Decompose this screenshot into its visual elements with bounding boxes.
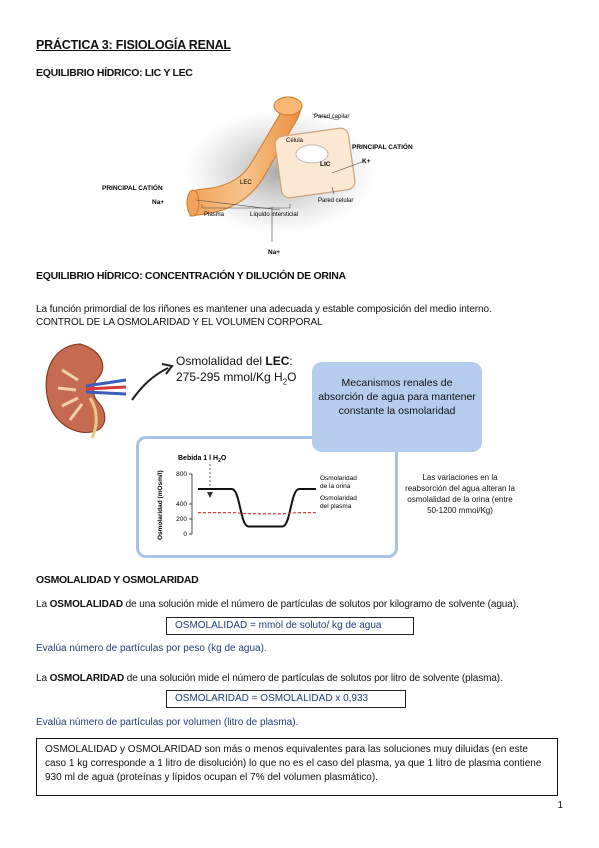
osmolalidad-lec-text: Osmolalidad del LEC: 275-295 mmol/Kg H2O xyxy=(176,354,297,387)
page-number: 1 xyxy=(557,800,563,811)
y-tick-label: 400 xyxy=(176,501,187,508)
label-principal-cation-right: PRINCIPAL CATIÓN xyxy=(352,142,413,151)
label-na-left: Na+ xyxy=(152,199,164,206)
kidney-shape xyxy=(45,343,106,434)
formula-osmolaridad: OSMOLARIDAD = OSMOLALIDAD x 0,933 xyxy=(166,690,406,708)
kidney-medulla xyxy=(57,368,84,421)
y-ticks: 800 400 200 0 xyxy=(176,471,192,538)
paragraph-riñones: La función primordial de los riñones es … xyxy=(36,304,492,315)
bebida-arrow-icon xyxy=(207,492,213,498)
paragraph-control: CONTROL DE LA OSMOLARIDAD Y EL VOLUMEN C… xyxy=(36,317,323,328)
label-pared-celular: Pared celular xyxy=(318,198,353,204)
bracket xyxy=(201,204,291,209)
capillary-opening xyxy=(273,96,303,116)
y-tick-label: 800 xyxy=(176,471,187,478)
label-plasma: Plasma xyxy=(204,212,225,218)
label-liquido-intersticial: Líquido intersticial xyxy=(250,212,298,218)
osmolarity-figure: Osmolalidad del LEC: 275-295 mmol/Kg H2O… xyxy=(36,336,526,568)
y-tick-label: 0 xyxy=(183,531,187,538)
label-na-bottom: Na+ xyxy=(268,249,280,256)
paragraph-osmolaridad: La OSMOLARIDAD de una solución mide el n… xyxy=(36,673,503,684)
label-k-plus: K+ xyxy=(362,158,371,165)
label-principal-cation-left: PRINCIPAL CATIÓN xyxy=(102,183,163,192)
capillary-cell-diagram: Pared capilar Célula LIC PRINCIPAL CATIÓ… xyxy=(102,96,413,256)
osmolarity-chart-panel xyxy=(136,436,398,558)
series-line-orina xyxy=(198,488,316,528)
renal-vessels xyxy=(85,378,127,396)
series-line-plasma xyxy=(198,512,316,515)
note-box: OSMOLALIDAD y OSMOLARIDAD son más o meno… xyxy=(36,738,558,796)
leader-line xyxy=(311,113,339,121)
label-lec: LEC xyxy=(240,180,252,186)
bebida-label: Bebida 1 l H2O xyxy=(178,455,227,464)
page-title: PRÁCTICA 3: FISIOLOGÍA RENAL xyxy=(36,38,231,52)
y-axis-label: Osmolaridad (mOsm/l) xyxy=(157,470,164,540)
label-celula: Célula xyxy=(286,138,304,144)
capillary-end xyxy=(186,189,200,217)
series-layer xyxy=(198,488,316,528)
curved-arrow-icon xyxy=(131,363,174,401)
cell-nucleus xyxy=(295,144,329,164)
variations-text: Las variaciones en la reabsorción del ag… xyxy=(405,473,515,515)
leader-line xyxy=(331,186,335,195)
leader-line xyxy=(195,199,281,211)
label-lic: LIC xyxy=(320,161,331,168)
formula-osmolalidad: OSMOLALIDAD = mmol de soluto/ kg de agua xyxy=(166,617,414,635)
y-tick-label: 200 xyxy=(176,516,187,523)
leader-line xyxy=(331,161,363,174)
osmolarity-chart: Bebida 1 l H2O Osmolaridad (mOsm/l) 800 4… xyxy=(157,455,357,540)
mechanisms-box: Mecanismos renales de absorción de agua … xyxy=(312,362,482,452)
renal-artery xyxy=(85,385,127,391)
paragraph-osmolalidad: La OSMOLALIDAD de una solución mide el n… xyxy=(36,599,519,610)
ureter xyxy=(88,397,98,439)
kidney-illustration xyxy=(45,343,127,439)
section-heading-lic-lec: EQUILIBRIO HÍDRICO: LIC Y LEC xyxy=(36,67,193,79)
eval-osmolaridad: Evalúa número de partículas por volumen … xyxy=(36,717,299,728)
section-heading-concentracion: EQUILIBRIO HÍDRICO: CONCENTRACIÓN Y DILU… xyxy=(36,270,346,282)
eval-osmolalidad: Evalúa número de partículas por peso (kg… xyxy=(36,643,267,654)
label-pared-capilar: Pared capilar xyxy=(314,114,349,120)
section-heading-osmolalidad: OSMOLALIDAD Y OSMOLARIDAD xyxy=(36,574,199,586)
